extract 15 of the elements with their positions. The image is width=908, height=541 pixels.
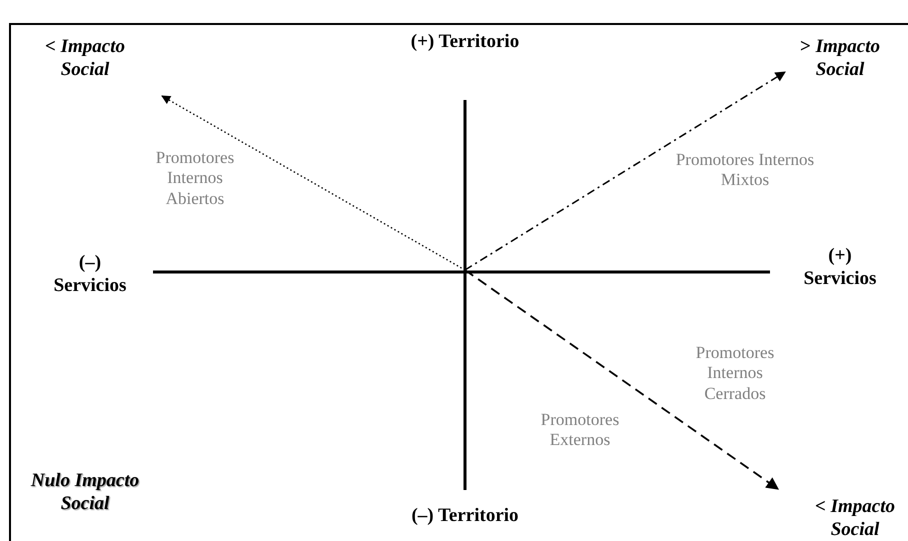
quadrant-label: Promotores Internos Mixtos — [674, 150, 816, 191]
arrow — [161, 95, 466, 271]
axis-label: (–) Servicios — [52, 252, 128, 298]
quadrant-label: Promotores Externos — [540, 410, 620, 451]
axis-label: (+) Servicios — [802, 245, 878, 291]
quadrant-label: Promotores Internos Cerrados — [694, 343, 776, 404]
axis-label: (+) Territorio — [410, 31, 520, 54]
corner-label: > Impacto Social — [785, 36, 895, 82]
axis-label: (–) Territorio — [410, 505, 520, 528]
corner-label: Nulo Impacto Social — [30, 470, 140, 516]
corner-label: < Impacto Social — [800, 496, 908, 541]
arrow — [464, 269, 780, 490]
arrow — [464, 71, 786, 271]
corner-label: < Impacto Social — [25, 36, 145, 82]
quadrant-label: Promotores Internos Abiertos — [154, 148, 236, 210]
